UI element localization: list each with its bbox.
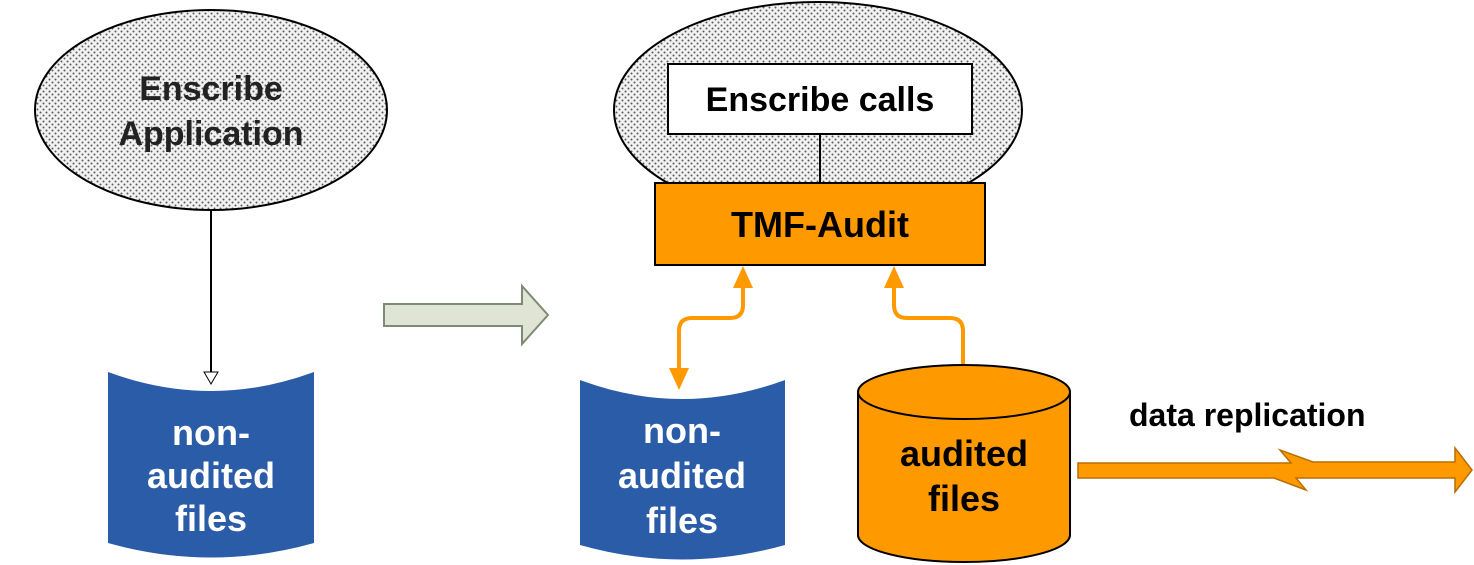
enscribe-calls-label: Enscribe calls <box>706 81 935 119</box>
left-connector-arrowhead <box>203 371 219 385</box>
left-nonaudited-cylinder <box>108 372 314 558</box>
left-application-ellipse <box>34 9 388 211</box>
enscribe-calls-box <box>667 63 973 135</box>
right-nonaudited-line2: audited <box>618 455 746 496</box>
left-cyl-line3: files <box>175 498 247 539</box>
right-nonaudited-line1: non- <box>643 410 721 451</box>
audited-line2: files <box>928 478 1000 519</box>
left-app-line2: Application <box>118 115 303 153</box>
audit-to-nonaudited-connector <box>669 266 753 390</box>
right-nonaudited-cylinder <box>580 380 785 560</box>
right-nonaudited-line3: files <box>646 500 718 541</box>
audit-to-audited-connector <box>884 266 965 370</box>
data-replication-label: data replication <box>1129 397 1366 433</box>
audited-files-cylinder <box>857 364 1071 563</box>
left-cyl-line1: non- <box>172 412 250 453</box>
tmf-audit-box <box>654 182 986 266</box>
left-cyl-line2: audited <box>147 455 275 496</box>
left-app-line1: Enscribe <box>139 70 283 108</box>
tmf-audit-label: TMF-Audit <box>731 204 909 245</box>
audited-line1: audited <box>900 433 1028 474</box>
data-replication-arrow <box>1077 445 1473 495</box>
transition-arrow <box>383 283 550 347</box>
